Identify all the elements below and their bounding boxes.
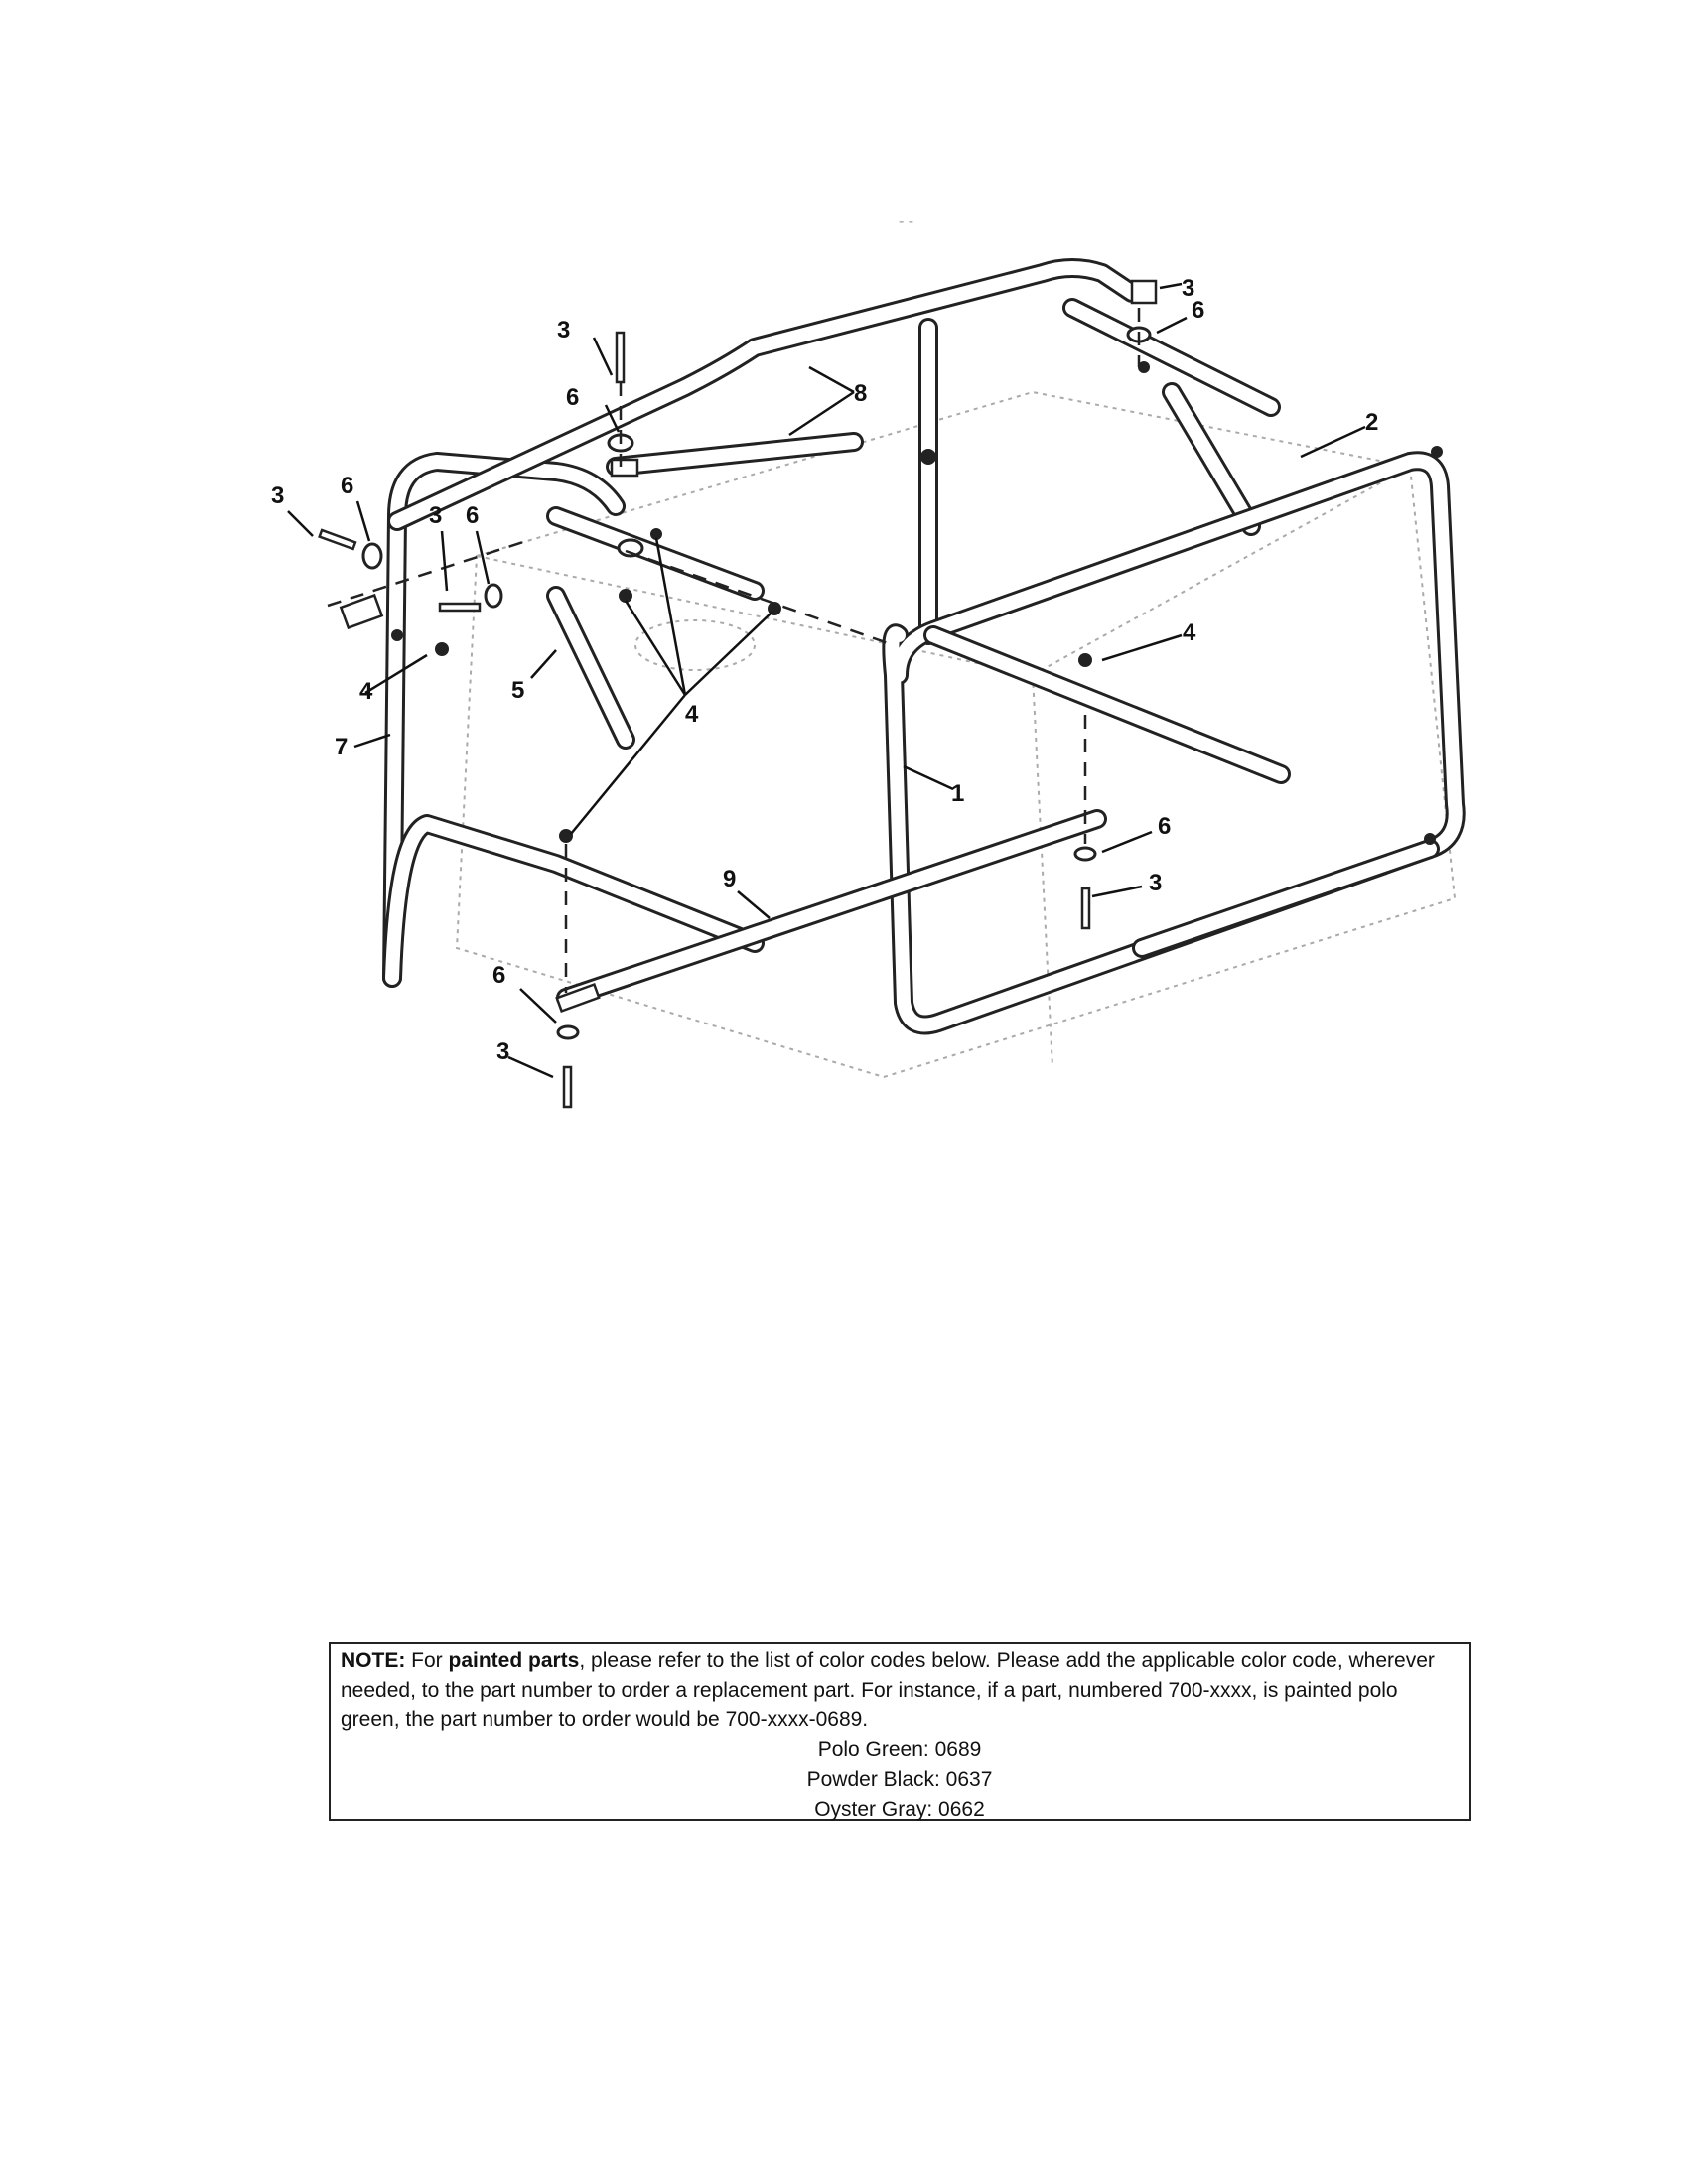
callout-3-a: 3: [557, 317, 614, 376]
callout-5: 5: [511, 649, 557, 704]
callout-8: 8: [788, 365, 867, 437]
callout-6-f-number: 6: [492, 962, 505, 989]
note-text-after-bold: , please refer to the list of color code…: [341, 1649, 1435, 1731]
callout-4-c-number: 4: [1183, 619, 1196, 646]
note-bold-text: painted parts: [448, 1649, 580, 1672]
callout-6-d: 6: [466, 502, 491, 585]
callout-5-number: 5: [511, 677, 524, 704]
callout-4-b: 4: [570, 537, 772, 835]
front-frame-1: [882, 451, 1466, 1035]
bottom-rail-9: [556, 809, 1440, 1008]
callout-3-d: 3: [429, 502, 449, 592]
callout-3-e-number: 3: [1149, 870, 1162, 896]
brace-5: [546, 382, 1261, 750]
note-text-before-bold: For: [405, 1649, 449, 1672]
callout-4-b-number: 4: [685, 701, 699, 728]
callout-7: 7: [335, 733, 391, 760]
callout-6-b: 6: [1156, 297, 1204, 335]
callout-9: 9: [723, 866, 771, 919]
callout-4-a-number: 4: [359, 678, 373, 705]
callout-8-number: 8: [854, 380, 867, 407]
callout-3-f: 3: [496, 1038, 554, 1079]
color-code-note: NOTE: For painted parts, please refer to…: [329, 1642, 1471, 1821]
callout-7-number: 7: [335, 734, 348, 760]
callout-6-d-number: 6: [466, 502, 479, 529]
box-outline: [455, 390, 1457, 1079]
top-rail-8: [387, 258, 1281, 645]
side-frame-7: [382, 452, 765, 988]
callout-6-e-number: 6: [1158, 813, 1171, 840]
callout-6-a: 6: [566, 384, 621, 433]
callout-3-c: 3: [271, 482, 314, 537]
callout-3-d-number: 3: [429, 502, 442, 529]
callout-4-c: 4: [1101, 619, 1196, 662]
callout-3-f-number: 3: [496, 1038, 509, 1065]
header-mark: - -: [899, 213, 913, 230]
callout-3-c-number: 3: [271, 482, 284, 509]
callout-2-number: 2: [1365, 409, 1378, 436]
callout-6-e: 6: [1101, 813, 1171, 854]
assembly-lines: [327, 308, 1141, 993]
callout-6-b-number: 6: [1192, 297, 1204, 324]
callout-6-a-number: 6: [566, 384, 579, 411]
color-code-powder-black: Powder Black: 0637: [806, 1768, 993, 1791]
callout-6-c-number: 6: [341, 473, 353, 499]
callout-2: 2: [1300, 409, 1378, 459]
note-lead: NOTE:: [341, 1649, 406, 1672]
callout-9-number: 9: [723, 866, 736, 892]
color-code-oyster-gray: Oyster Gray: 0662: [814, 1798, 985, 1821]
callout-3-b: 3: [1159, 275, 1194, 302]
callout-6-f: 6: [492, 962, 557, 1024]
callout-6-c: 6: [341, 473, 371, 542]
callout-1: 1: [903, 764, 964, 807]
note-paragraph: NOTE: For painted parts, please refer to…: [341, 1646, 1459, 1735]
callout-1-number: 1: [951, 780, 964, 807]
color-code-polo-green: Polo Green: 0689: [817, 1738, 982, 1761]
callout-3-b-number: 3: [1182, 275, 1194, 302]
callout-4-a: 4: [359, 653, 428, 705]
callout-3-e: 3: [1091, 870, 1162, 898]
callout-3-a-number: 3: [557, 317, 570, 343]
